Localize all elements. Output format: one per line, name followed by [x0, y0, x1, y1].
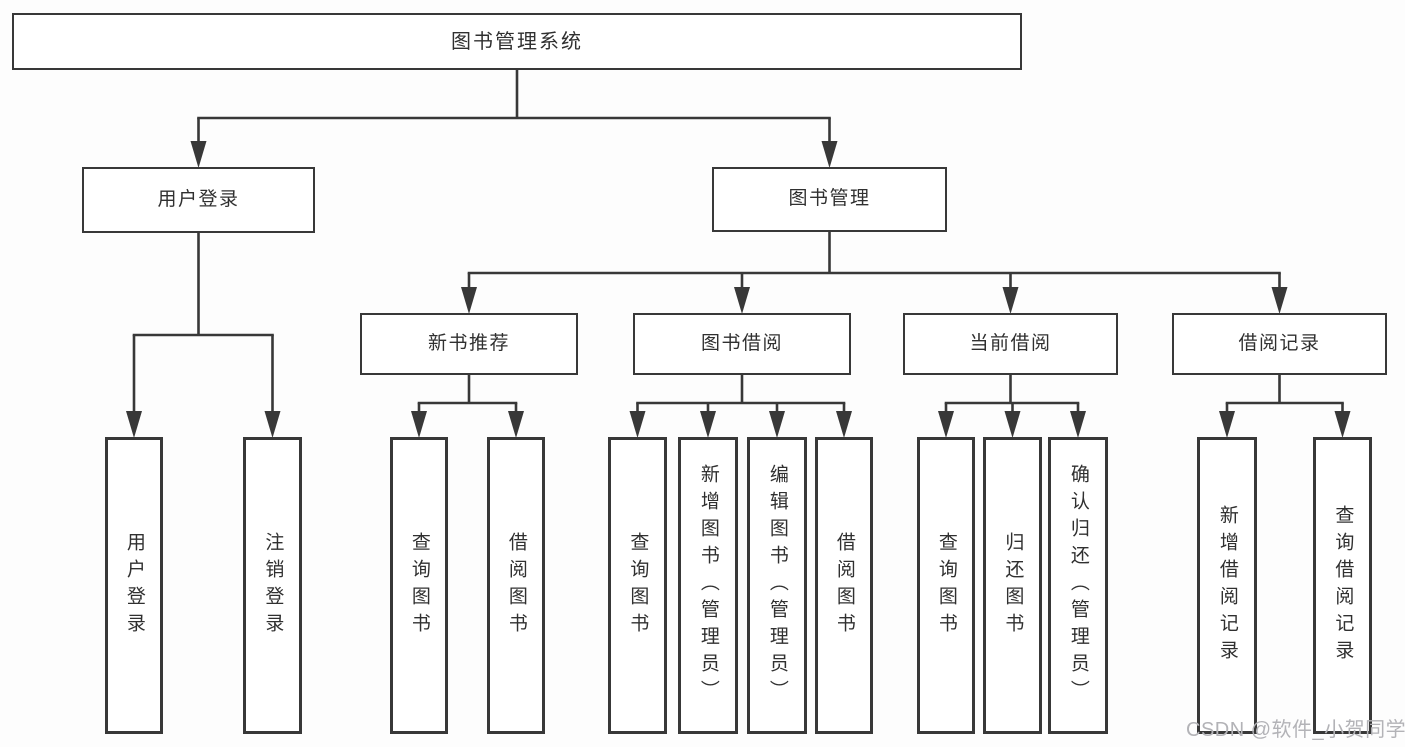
arrowhead-icon: [769, 411, 785, 438]
arrowhead-icon: [734, 287, 750, 314]
arrowhead-icon: [508, 411, 524, 438]
arrowhead-icon: [821, 141, 838, 168]
node-label-new-book-recommend: 新书推荐: [427, 332, 510, 354]
node-borrow-query-books: 查询图书: [608, 437, 667, 734]
node-login-logout: 注销登录: [243, 437, 302, 734]
node-current-confirm-return-admin: 确认归还（管理员）: [1048, 437, 1108, 734]
node-label-current-query-books: 查询图书: [935, 531, 957, 640]
node-label-borrow-borrow-books: 借阅图书: [833, 531, 855, 640]
node-label-records-add-record: 新增借阅记录: [1216, 504, 1238, 667]
arrowhead-icon: [629, 411, 646, 438]
node-user-login: 用户登录: [82, 167, 315, 233]
node-borrowing-records: 借阅记录: [1172, 313, 1387, 375]
node-book-management: 图书管理: [712, 167, 947, 232]
arrowhead-icon: [700, 411, 716, 438]
node-login-user-login: 用户登录: [105, 437, 163, 734]
node-label-current-borrowing: 当前借阅: [969, 332, 1052, 354]
node-label-login-logout: 注销登录: [262, 531, 284, 640]
arrowhead-icon: [1334, 411, 1351, 438]
node-new-book-recommend: 新书推荐: [360, 313, 578, 375]
arrowhead-icon: [461, 287, 477, 314]
node-current-query-books: 查询图书: [917, 437, 975, 734]
node-recommend-query-books: 查询图书: [390, 437, 448, 734]
arrowhead-icon: [1271, 287, 1288, 314]
arrowhead-icon: [264, 411, 281, 438]
node-book-borrowing: 图书借阅: [633, 313, 851, 375]
node-label-borrow-add-books-admin: 新增图书（管理员）: [697, 464, 719, 707]
arrowhead-icon: [1219, 411, 1235, 438]
arrowhead-icon: [938, 411, 954, 438]
arrowhead-icon: [1002, 287, 1019, 314]
node-label-book-borrowing: 图书借阅: [700, 332, 783, 354]
node-label-user-login: 用户登录: [157, 188, 240, 210]
node-label-current-return-books: 归还图书: [1002, 531, 1024, 640]
arrowhead-icon: [126, 411, 142, 438]
node-current-borrowing: 当前借阅: [903, 313, 1118, 375]
node-label-borrowing-records: 借阅记录: [1238, 332, 1321, 354]
node-label-current-confirm-return-admin: 确认归还（管理员）: [1067, 464, 1089, 707]
node-borrow-edit-books-admin: 编辑图书（管理员）: [747, 437, 807, 734]
node-current-return-books: 归还图书: [983, 437, 1042, 734]
node-label-borrow-query-books: 查询图书: [627, 531, 649, 640]
node-label-recommend-borrow-books: 借阅图书: [505, 531, 527, 640]
node-records-add-record: 新增借阅记录: [1197, 437, 1257, 734]
arrowhead-icon: [1070, 411, 1086, 438]
node-borrow-add-books-admin: 新增图书（管理员）: [678, 437, 738, 734]
arrowhead-icon: [411, 411, 427, 438]
node-label-login-user-login: 用户登录: [123, 531, 145, 640]
node-label-recommend-query-books: 查询图书: [408, 531, 430, 640]
node-label-root: 图书管理系统: [451, 30, 583, 53]
node-recommend-borrow-books: 借阅图书: [487, 437, 545, 734]
arrowhead-icon: [1004, 411, 1021, 438]
node-records-query-record: 查询借阅记录: [1313, 437, 1372, 734]
watermark: CSDN @软件_小贺同学: [1186, 719, 1405, 741]
node-label-borrow-edit-books-admin: 编辑图书（管理员）: [766, 464, 788, 707]
arrowhead-icon: [190, 141, 207, 168]
arrowhead-icon: [836, 411, 852, 438]
node-root: 图书管理系统: [12, 13, 1022, 70]
node-label-records-query-record: 查询借阅记录: [1332, 504, 1354, 667]
node-borrow-borrow-books: 借阅图书: [815, 437, 873, 734]
node-label-book-management: 图书管理: [788, 188, 871, 210]
